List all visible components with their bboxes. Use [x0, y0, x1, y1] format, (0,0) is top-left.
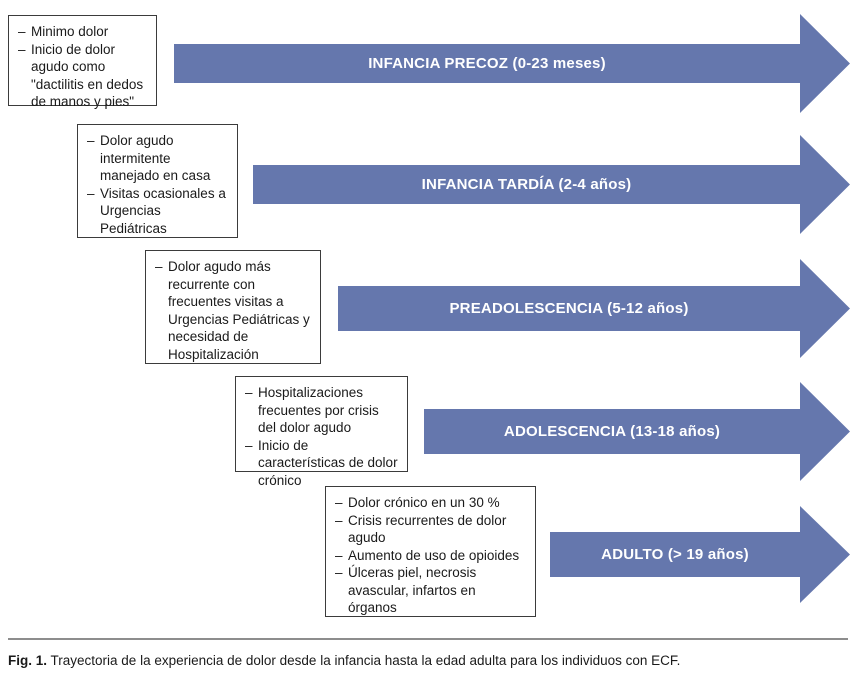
arrow-infancia-precoz[interactable]: INFANCIA PRECOZ (0-23 meses) — [174, 14, 850, 113]
note-list: Minimo dolor Inicio de dolor agudo como … — [18, 23, 148, 111]
note-item: Úlceras piel, necrosis avascular, infart… — [335, 564, 527, 617]
note-box-infancia-tardia: Dolor agudo intermitente manejado en cas… — [77, 124, 238, 238]
note-item: Dolor agudo más recurrente con frecuente… — [155, 258, 312, 363]
note-box-adulto: Dolor crónico en un 30 % Crisis recurren… — [325, 486, 536, 617]
arrow-shape-icon — [424, 382, 850, 481]
arrow-shape-icon — [253, 135, 850, 234]
timeline-diagram: Minimo dolor Inicio de dolor agudo como … — [0, 0, 858, 630]
note-list: Hospitalizaciones frecuentes por crisis … — [245, 384, 399, 489]
note-box-adolescencia: Hospitalizaciones frecuentes por crisis … — [235, 376, 408, 488]
note-item: Aumento de uso de opioides — [335, 547, 527, 565]
caption-divider — [8, 638, 848, 640]
note-item: Inicio de dolor agudo como "dactilitis e… — [18, 41, 148, 111]
note-item: Dolor crónico en un 30 % — [335, 494, 527, 512]
arrow-shape-icon — [550, 506, 850, 603]
note-list: Dolor agudo intermitente manejado en cas… — [87, 132, 229, 237]
note-item: Hospitalizaciones frecuentes por crisis … — [245, 384, 399, 437]
note-item: Dolor agudo intermitente manejado en cas… — [87, 132, 229, 185]
caption-body: Trayectoria de la experiencia de dolor d… — [50, 653, 681, 668]
caption-text: Fig. 1. Trayectoria de la experiencia de… — [8, 652, 852, 669]
arrow-adulto[interactable]: ADULTO (> 19 años) — [550, 506, 850, 603]
arrow-shape-icon — [174, 14, 850, 113]
note-item: Minimo dolor — [18, 23, 148, 41]
note-list: Dolor agudo más recurrente con frecuente… — [155, 258, 312, 363]
arrow-preadolescencia[interactable]: PREADOLESCENCIA (5-12 años) — [338, 259, 850, 358]
note-box-preadolescencia: Dolor agudo más recurrente con frecuente… — [145, 250, 321, 364]
arrow-infancia-tardia[interactable]: INFANCIA TARDÍA (2-4 años) — [253, 135, 850, 234]
arrow-adolescencia[interactable]: ADOLESCENCIA (13-18 años) — [424, 382, 850, 481]
note-box-infancia-precoz: Minimo dolor Inicio de dolor agudo como … — [8, 15, 157, 109]
note-item: Inicio de características de dolor cróni… — [245, 437, 399, 490]
note-item: Visitas ocasionales a Urgencias Pediátri… — [87, 185, 229, 238]
arrow-shape-icon — [338, 259, 850, 358]
note-list: Dolor crónico en un 30 % Crisis recurren… — [335, 494, 527, 617]
note-item: Crisis recurrentes de dolor agudo — [335, 512, 527, 547]
caption-label: Fig. 1. — [8, 653, 48, 668]
